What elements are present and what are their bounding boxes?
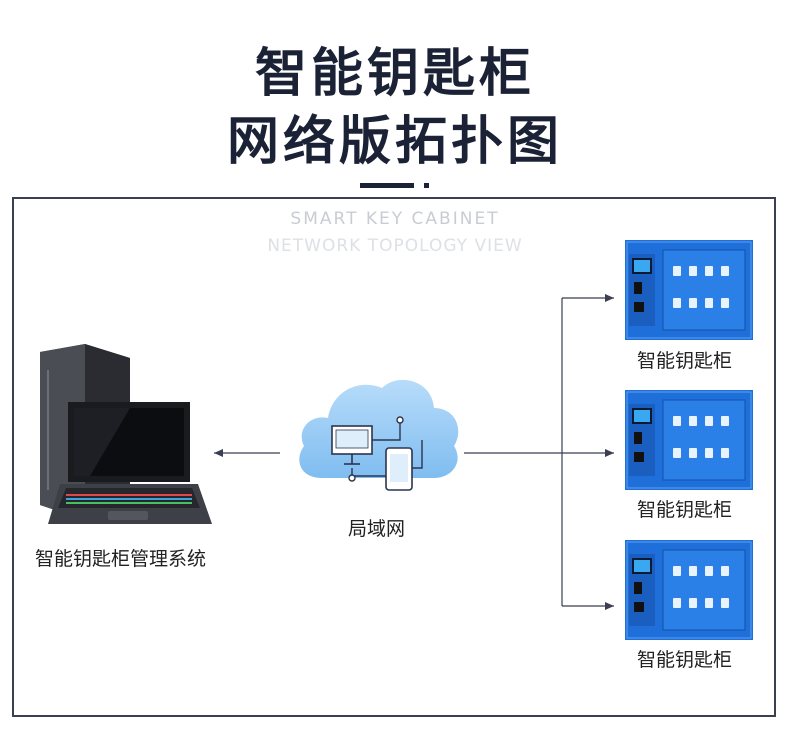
key-cabinet-icon-3 xyxy=(625,540,753,640)
cloud-network-icon xyxy=(299,379,459,491)
computer-label: 智能钥匙柜管理系统 xyxy=(35,548,207,570)
page-title-line1: 智能钥匙柜 xyxy=(254,44,535,104)
key-cabinet-icon-1 xyxy=(625,240,753,340)
key-cabinet-icon-2 xyxy=(625,390,753,490)
diagram-frame xyxy=(12,197,776,717)
cabinet-label-3: 智能钥匙柜 xyxy=(637,649,733,671)
network-label: 局域网 xyxy=(348,518,406,540)
cabinet-label-2: 智能钥匙柜 xyxy=(637,499,733,521)
computer-icon xyxy=(40,344,212,524)
subtitle-en-line2: NETWORK TOPOLOGY VIEW xyxy=(267,236,523,256)
title-accent-bar xyxy=(360,183,414,188)
cabinet-label-1: 智能钥匙柜 xyxy=(637,350,733,372)
subtitle-en-line1: SMART KEY CABINET xyxy=(290,209,500,229)
title-accent-dot xyxy=(424,183,429,188)
page-title-line2: 网络版拓扑图 xyxy=(226,112,563,172)
